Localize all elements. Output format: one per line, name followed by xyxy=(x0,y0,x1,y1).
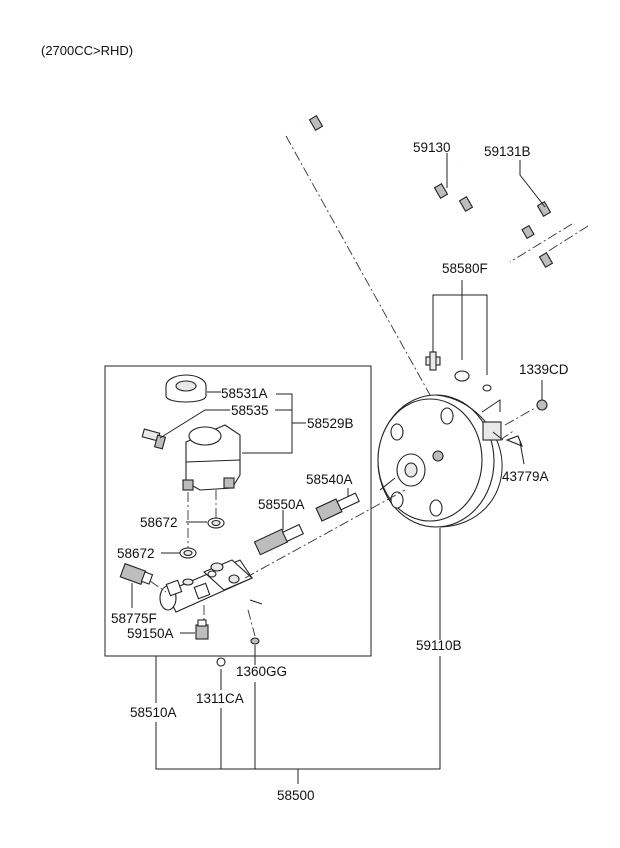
level-sensor xyxy=(141,428,167,450)
label-43779A: 43779A xyxy=(502,469,549,484)
label-58500: 58500 xyxy=(277,788,315,803)
bolt-1339CD xyxy=(536,399,548,411)
label-59110B: 59110B xyxy=(416,638,462,653)
primary-piston xyxy=(253,523,305,556)
label-58672-lower: 58672 xyxy=(117,546,155,561)
label-58535: 58535 xyxy=(231,403,269,418)
label-58775F: 58775F xyxy=(111,611,157,626)
master-cylinder-box xyxy=(104,365,372,657)
label-58510A: 58510A xyxy=(130,705,177,720)
check-valve-part xyxy=(425,351,492,392)
fitting-59150A xyxy=(195,619,209,640)
grommet-lower xyxy=(179,547,197,559)
label-59131B: 59131B xyxy=(484,144,531,159)
label-58531A: 58531A xyxy=(221,386,268,401)
reservoir-cap xyxy=(165,374,207,403)
secondary-piston xyxy=(315,492,360,522)
label-59150A: 59150A xyxy=(127,626,174,641)
washer-1360GG xyxy=(250,637,260,645)
label-1339CD: 1339CD xyxy=(519,362,569,377)
brake-booster xyxy=(377,394,504,528)
label-59130: 59130 xyxy=(413,140,451,155)
vacuum-hose-assembly xyxy=(301,113,554,268)
label-1311CA: 1311CA xyxy=(196,691,244,706)
label-58529B: 58529B xyxy=(307,416,354,431)
nut-1311CA xyxy=(216,657,226,667)
label-58540A: 58540A xyxy=(306,472,353,487)
fitting-58775F xyxy=(119,562,154,586)
fluid-reservoir xyxy=(182,424,241,491)
label-58672-upper: 58672 xyxy=(140,515,178,530)
grommet-upper xyxy=(207,517,225,529)
label-58580F: 58580F xyxy=(442,261,488,276)
clip-43779A xyxy=(505,435,523,447)
label-1360GG: 1360GG xyxy=(236,664,287,679)
label-58550A: 58550A xyxy=(258,497,305,512)
master-cylinder-body xyxy=(159,559,254,613)
variant-title: (2700CC>RHD) xyxy=(41,43,133,58)
